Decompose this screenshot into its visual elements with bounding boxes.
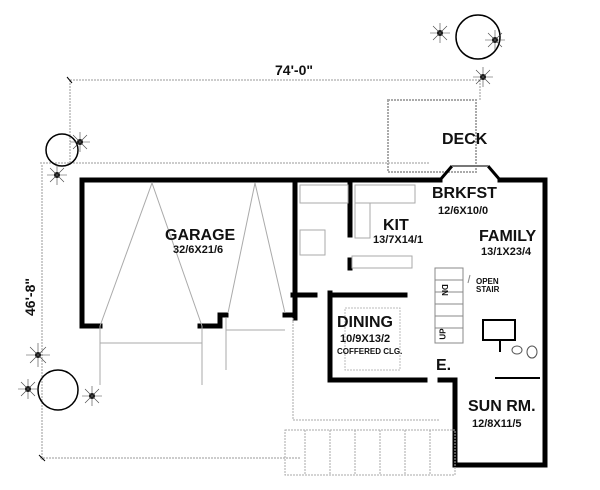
deck-outline	[387, 99, 477, 173]
room-kitchen-label: KIT	[383, 217, 409, 234]
room-dining-label: DINING	[337, 314, 393, 331]
room-family-label: FAMILY	[479, 228, 537, 245]
room-sunroom-label: SUN RM.	[468, 398, 536, 415]
stair-up-label: UP	[438, 328, 448, 340]
room-kitchen-size: 13/7X14/1	[373, 234, 424, 246]
stair-dn-label: DN	[439, 284, 449, 296]
entry-label: E.	[436, 357, 452, 374]
overall-depth-dimension: 46'-8"	[22, 278, 38, 316]
room-dining-note: COFFERED CLG.	[337, 347, 403, 356]
room-garage-label: GARAGE	[165, 227, 236, 244]
room-family-size: 13/1X23/4	[481, 246, 532, 258]
room-breakfast-label: BRKFST	[432, 185, 497, 202]
room-dining-size: 10/9X13/2	[340, 333, 391, 345]
dimension-lines	[40, 79, 481, 460]
room-garage-size: 32/6X21/6	[173, 244, 224, 256]
tree-icons	[37, 14, 501, 411]
room-deck-label: DECK	[442, 131, 488, 148]
walls	[79, 177, 548, 468]
room-sunroom-size: 12/8X11/5	[472, 418, 522, 430]
room-breakfast-size: 12/6X10/0	[438, 205, 489, 217]
open-stair-note: OPEN STAIR	[476, 277, 500, 294]
shrub-icons	[25, 30, 498, 399]
overall-width-dimension: 74'-0"	[275, 62, 313, 78]
